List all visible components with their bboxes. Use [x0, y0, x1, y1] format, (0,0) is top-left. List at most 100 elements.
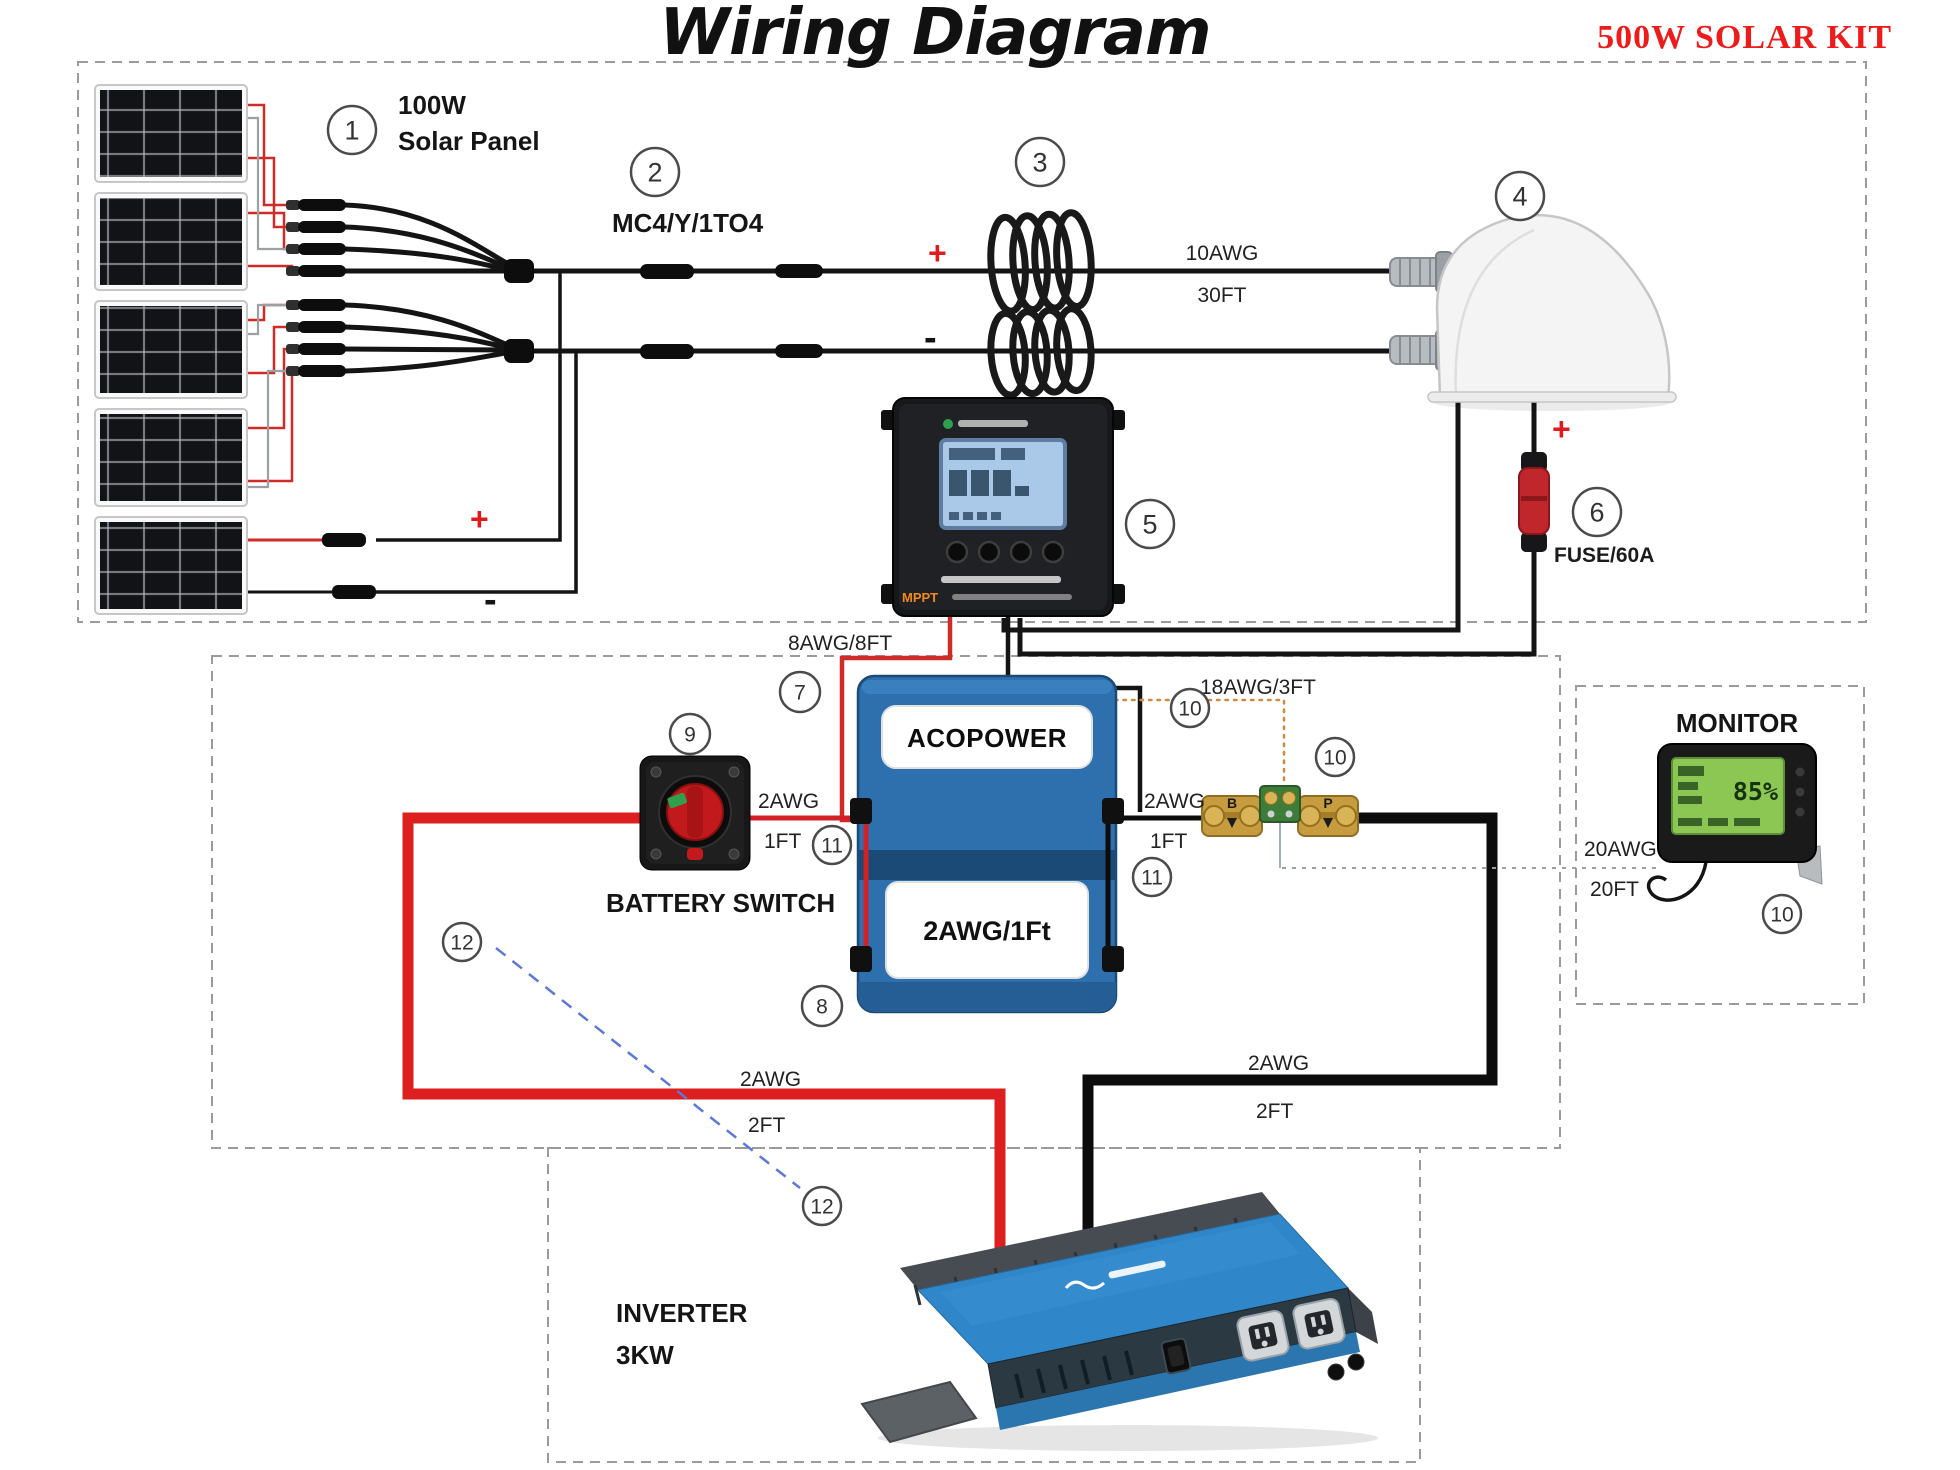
panel-label-line1: 100W [398, 90, 466, 120]
callout-9: 9 [668, 712, 712, 756]
callout-3: 3 [1014, 136, 1066, 188]
callout-7: 7 [778, 670, 822, 714]
inverter-neg-gauge-label: 2AWG [1248, 1052, 1309, 1075]
page-title: Wiring Diagram [659, 0, 1210, 70]
panel-lead-wires [247, 103, 298, 489]
battery-monitor: 85% [1646, 743, 1823, 902]
inverter-terminal [1327, 1363, 1345, 1381]
bus-bar-assembly: B P [1201, 785, 1359, 837]
bottom-panel-wires [247, 271, 578, 599]
battery-brand: ACOPOWER [907, 723, 1067, 753]
callout-8-number: 8 [816, 995, 828, 1018]
battery-section-box [211, 655, 1561, 1149]
polarity-plus: + [928, 235, 947, 271]
callout-12-number: 12 [810, 1195, 833, 1218]
callout-3-number: 3 [1032, 147, 1047, 177]
polarity-minus: - [924, 317, 937, 359]
polarity-plus: + [470, 501, 489, 537]
charge-controller: MPPT [881, 397, 1125, 617]
callout-1-number: 1 [344, 115, 359, 145]
callout-7-number: 7 [794, 681, 806, 704]
monitor-section-box [1575, 685, 1865, 1005]
monitor-cable [1646, 861, 1708, 902]
inverter-flange [860, 1380, 978, 1444]
callout-12: 12 [801, 1185, 843, 1227]
callout-6-number: 6 [1589, 497, 1604, 527]
pv-length-label: 30FT [1197, 284, 1246, 307]
callout-12-number: 12 [450, 931, 473, 954]
inverter-section-box [547, 1147, 1421, 1463]
callout-10: 10 [1761, 893, 1803, 935]
polarity-minus: - [484, 579, 497, 621]
callout-4-number: 4 [1512, 181, 1527, 211]
inverter-terminal [1347, 1353, 1365, 1371]
monitor-length-label: 20FT [1590, 878, 1639, 901]
controller-lcd [939, 438, 1067, 530]
battery-terminal [850, 946, 872, 972]
wire-gland-to-controller-neg [1001, 396, 1461, 633]
inline-fuse [1518, 452, 1550, 552]
callout-12: 12 [441, 921, 483, 963]
inverter-fin-band [900, 1192, 1280, 1290]
solar-panel [94, 516, 248, 615]
solar-panel [94, 408, 248, 507]
inverter-label-line2: 3KW [616, 1340, 674, 1370]
busbar-p-mark: P [1323, 795, 1332, 811]
solar-panel [94, 192, 248, 291]
solar-panel [94, 300, 248, 399]
busbar-b-mark: B [1227, 795, 1237, 811]
switch-green-tag [667, 792, 687, 809]
solar-section-box [77, 61, 1867, 623]
inverter-outlet [1292, 1297, 1346, 1350]
battery-terminal [850, 798, 872, 824]
battery-jumper-label: 2AWG/1Ft [923, 916, 1051, 946]
inverter [860, 1192, 1378, 1451]
busbar-gauge-label: 2AWG [1144, 790, 1205, 813]
fuse-label: FUSE/60A [1554, 544, 1654, 567]
busbar-cable-label: 18AWG/3FT [1200, 676, 1316, 699]
wire-remote-dashed [495, 947, 801, 1189]
callout-11-number: 11 [1141, 866, 1163, 889]
controller-mppt-badge: MPPT [902, 590, 938, 605]
callout-5-number: 5 [1142, 509, 1157, 539]
callout-1: 1 [326, 104, 378, 156]
inverter-label-line1: INVERTER [616, 1298, 748, 1328]
busbar-shunt [1259, 785, 1301, 823]
callout-8: 8 [800, 984, 844, 1028]
mc4-label: MC4/Y/1TO4 [612, 208, 764, 238]
callout-10: 10 [1314, 736, 1356, 778]
battery-terminal [1102, 946, 1124, 972]
battery-stack: ACOPOWER 2AWG/1Ft [850, 674, 1124, 1014]
gland-nozzle [1389, 251, 1453, 293]
callout-6: 6 [1571, 486, 1623, 538]
wire-positive-to-inverter [402, 812, 1006, 1285]
callout-10: 10 [1169, 687, 1211, 729]
inverter-outlet [1236, 1309, 1290, 1362]
mc4-stubs [286, 199, 346, 377]
controller-logo-dot [943, 419, 953, 429]
inverter-pos-gauge-label: 2AWG [740, 1068, 801, 1091]
inverter-neg-length-label: 2FT [1256, 1100, 1294, 1123]
monitor-label: MONITOR [1676, 708, 1799, 738]
monitor-soc-value: 85% [1733, 777, 1778, 806]
cable-entry-gland [1389, 213, 1677, 411]
panel-label-line2: Solar Panel [398, 126, 540, 156]
monitor-gauge-label: 20AWG [1584, 838, 1657, 861]
inverter-wave-logo [1064, 1280, 1106, 1290]
callout-2-number: 2 [647, 157, 662, 187]
pv-gauge-label: 10AWG [1186, 242, 1259, 265]
inverter-power-switch [1160, 1337, 1192, 1375]
battery-terminal [1102, 798, 1124, 824]
inverter-vents [1014, 1350, 1134, 1399]
battery-switch-label: BATTERY SWITCH [606, 888, 835, 918]
callout-11: 11 [1131, 856, 1173, 898]
monitor-screen [1671, 757, 1785, 835]
inverter-pos-length-label: 2FT [748, 1114, 786, 1137]
extension-cable-coil-negative [987, 305, 1095, 399]
callout-10-number: 10 [1178, 697, 1201, 720]
polarity-plus: + [1552, 411, 1571, 447]
controller-buttons [945, 540, 1065, 564]
callout-11-number: 11 [821, 834, 843, 857]
